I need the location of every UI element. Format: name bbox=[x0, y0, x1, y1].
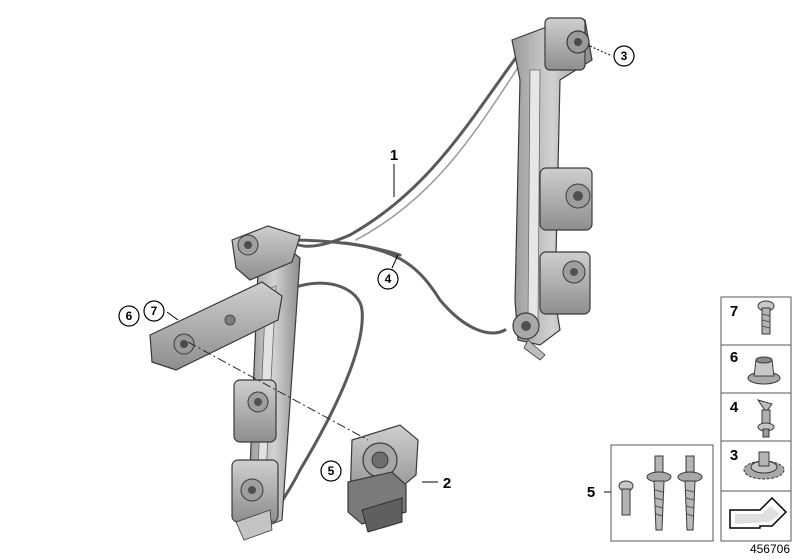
callout-1: 1 bbox=[390, 147, 398, 164]
svg-text:7: 7 bbox=[730, 303, 738, 320]
left-guide-rail bbox=[149, 225, 301, 541]
svg-text:1: 1 bbox=[390, 147, 398, 164]
svg-text:5: 5 bbox=[328, 464, 335, 478]
svg-text:2: 2 bbox=[443, 475, 451, 492]
callout-7: 7 bbox=[143, 300, 165, 322]
svg-text:3: 3 bbox=[730, 447, 738, 464]
window-regulator-cables bbox=[278, 53, 524, 507]
svg-text:3: 3 bbox=[621, 49, 628, 63]
svg-text:6: 6 bbox=[126, 309, 133, 323]
svg-text:4: 4 bbox=[385, 272, 392, 286]
leader-lines bbox=[166, 45, 613, 493]
svg-text:7: 7 bbox=[151, 304, 158, 318]
gear-icon bbox=[743, 451, 785, 480]
nut-icon bbox=[747, 356, 781, 385]
direction-arrow-icon bbox=[729, 496, 788, 529]
screw-icon bbox=[757, 300, 775, 335]
svg-text:4: 4 bbox=[730, 399, 739, 416]
callout-3: 3 bbox=[613, 45, 635, 67]
legend-row-4 bbox=[720, 392, 792, 442]
parts-legend: 7 6 4 3 bbox=[720, 296, 792, 542]
svg-text:6: 6 bbox=[730, 349, 738, 366]
stud-bolt-icon-2 bbox=[677, 455, 703, 531]
callout-5: 5 bbox=[320, 460, 342, 482]
svg-text:5: 5 bbox=[587, 484, 595, 501]
callout-6: 6 bbox=[118, 305, 140, 327]
mounting-axis-line bbox=[187, 341, 369, 441]
callout-2: 2 bbox=[443, 475, 451, 492]
diagram-number: 456706 bbox=[750, 542, 790, 556]
kit-5-box: 5 bbox=[587, 444, 714, 542]
right-guide-rail bbox=[511, 17, 593, 361]
window-motor bbox=[347, 424, 419, 533]
stud-bolt-icon bbox=[646, 455, 672, 531]
callout-4: 4 bbox=[377, 268, 399, 290]
bolt-icon bbox=[618, 480, 634, 516]
clip-icon bbox=[756, 399, 775, 438]
